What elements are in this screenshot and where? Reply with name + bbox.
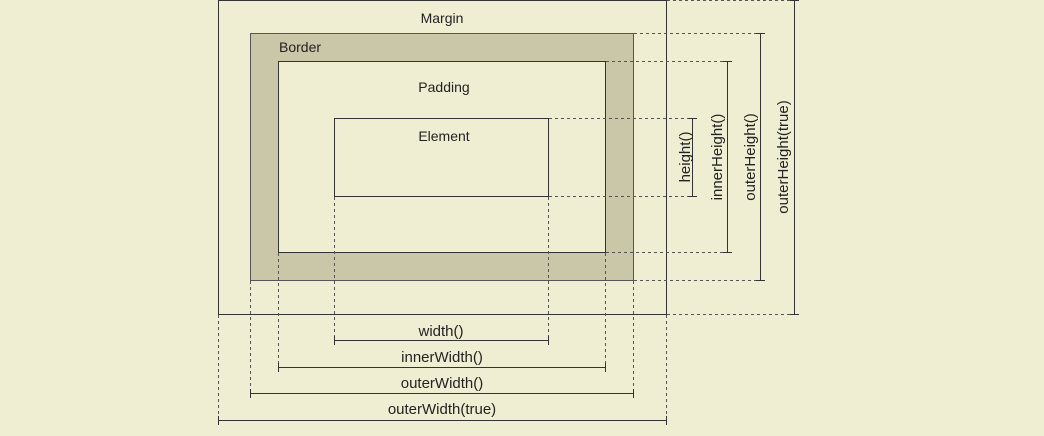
vertical-guide-lines <box>549 0 794 315</box>
horizontal-guide-lines <box>218 197 667 420</box>
inner-width-label: innerWidth() <box>401 349 483 366</box>
outer-width-true-label: outerWidth(true) <box>388 401 496 418</box>
outer-height-true-bracket <box>790 0 799 315</box>
width-label: width() <box>417 323 463 340</box>
height-bracket <box>688 118 697 197</box>
inner-height-bracket <box>723 61 732 253</box>
width-bracket <box>334 336 549 345</box>
margin-box <box>218 0 667 315</box>
outer-width-label: outerWidth() <box>401 375 484 392</box>
border-label: Border <box>279 39 321 55</box>
margin-label: Margin <box>421 10 464 26</box>
padding-label: Padding <box>418 79 469 95</box>
height-label: height() <box>677 132 694 183</box>
outer-height-true-label: outerHeight(true) <box>775 100 792 213</box>
inner-height-label: innerHeight() <box>709 114 726 201</box>
element-label: Element <box>418 128 469 144</box>
outer-width-bracket <box>250 389 634 398</box>
outer-width-true-bracket <box>218 416 667 425</box>
element-box <box>334 118 549 197</box>
outer-height-label: outerHeight() <box>742 113 759 201</box>
inner-width-bracket <box>278 363 606 372</box>
outer-height-bracket <box>756 33 765 281</box>
border-box <box>250 33 634 281</box>
